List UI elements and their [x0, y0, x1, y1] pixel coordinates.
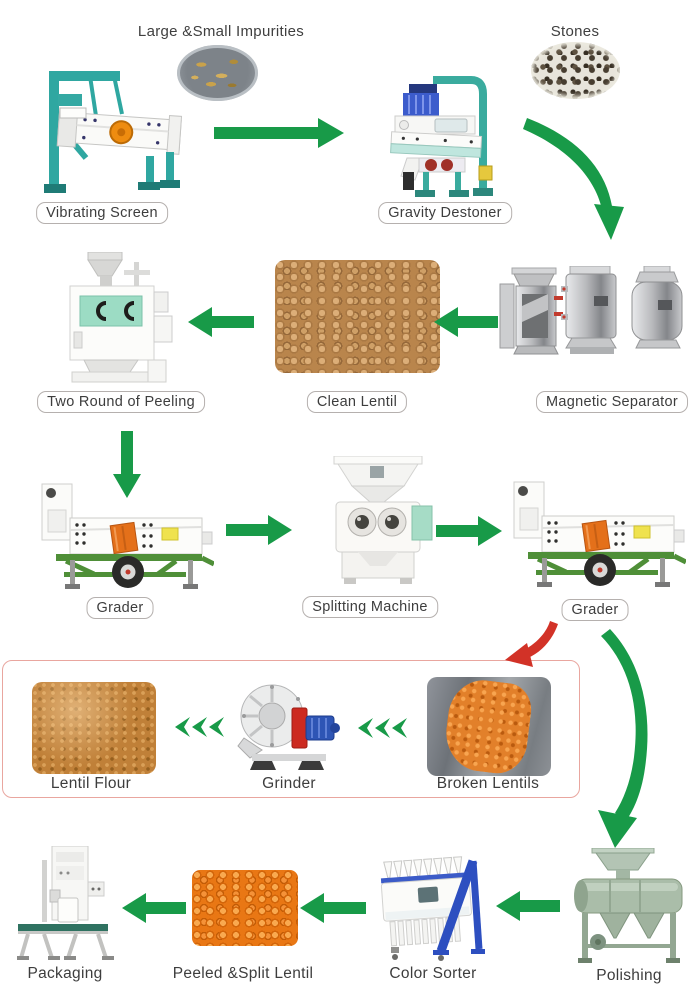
broken-lentils-photo: [427, 677, 551, 776]
label-packaging: Packaging: [27, 965, 103, 982]
stones-photo: [531, 42, 620, 99]
label-lentil-flour: Lentil Flour: [50, 775, 132, 792]
magnetic-separator-illustration: [499, 266, 683, 355]
impurities-photo: [177, 45, 258, 101]
label-color-sorter: Color Sorter: [389, 965, 477, 982]
impurities-annotation: Large &Small Impurities: [137, 23, 305, 40]
packaging-machine-illustration: [17, 846, 114, 960]
label-clean-lentil: Clean Lentil: [306, 391, 408, 413]
label-grinder: Grinder: [262, 775, 316, 792]
splitting-machine-illustration: [333, 456, 433, 584]
gravity-destoner-illustration: [390, 76, 493, 197]
arrow-clean-lentil-to-peeling: [188, 307, 254, 337]
arrow-grader-to-polishing: [598, 629, 648, 848]
lentil-flour-photo: [32, 682, 156, 774]
grinder-illustration: [237, 684, 340, 770]
color-sorter-illustration: [380, 856, 485, 961]
label-grader-1: Grader: [86, 597, 154, 619]
grader-illustration-1: [41, 483, 214, 589]
label-splitting-machine: Splitting Machine: [302, 596, 438, 618]
arrow-split-lentil-to-packaging: [122, 893, 186, 923]
arrow-splitting-to-grader: [436, 516, 502, 546]
peeled-split-lentil-photo: [192, 870, 298, 946]
arrow-vibrating-to-destoner: [214, 118, 344, 148]
arrow-separator-to-clean-lentil: [434, 307, 498, 337]
broken-lentils-pile: [441, 677, 534, 776]
arrow-destoner-to-separator: [523, 118, 624, 240]
label-two-round-of-peeling: Two Round of Peeling: [37, 391, 205, 413]
label-gravity-destoner: Gravity Destoner: [378, 202, 512, 224]
peeling-machine-illustration: [69, 252, 173, 383]
stones-annotation: Stones: [550, 23, 600, 40]
clean-lentil-photo: [275, 260, 440, 373]
arrow-polishing-to-color-sorter: [496, 891, 560, 921]
label-magnetic-separator: Magnetic Separator: [536, 391, 688, 413]
polishing-machine-illustration: [574, 848, 683, 963]
label-vibrating-screen: Vibrating Screen: [36, 202, 168, 224]
label-broken-lentils: Broken Lentils: [436, 775, 540, 792]
label-peeled-split-lentil: Peeled &Split Lentil: [172, 965, 314, 982]
arrow-grader-to-splitting: [226, 515, 292, 545]
byproduct-section-box: [2, 660, 580, 798]
label-grader-2: Grader: [561, 599, 629, 621]
arrow-color-sorter-to-split-lentil: [300, 893, 366, 923]
vibrating-screen-illustration: [44, 71, 183, 193]
grader-illustration-2: [513, 481, 686, 587]
label-polishing: Polishing: [596, 967, 662, 984]
